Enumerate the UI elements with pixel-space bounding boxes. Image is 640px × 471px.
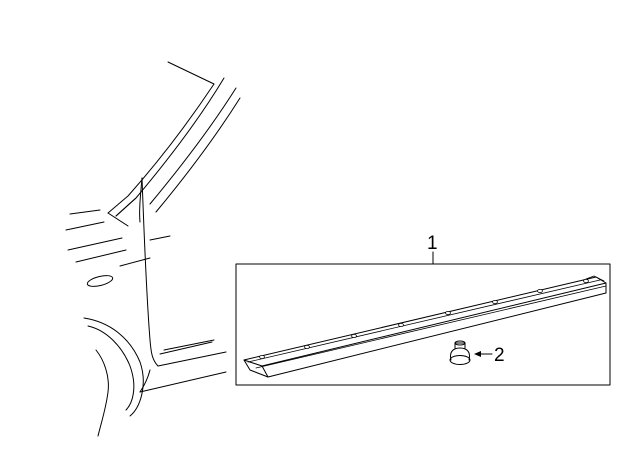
clip bbox=[449, 340, 471, 365]
detail-box bbox=[235, 263, 611, 386]
callout-2-arrow bbox=[474, 351, 493, 357]
callout-1-label: 1 bbox=[427, 233, 438, 254]
vehicle-body-outline bbox=[65, 61, 241, 437]
molding-mounting-holes bbox=[259, 278, 589, 359]
rocker-molding bbox=[243, 275, 607, 378]
callout-2-label: 2 bbox=[494, 345, 505, 366]
